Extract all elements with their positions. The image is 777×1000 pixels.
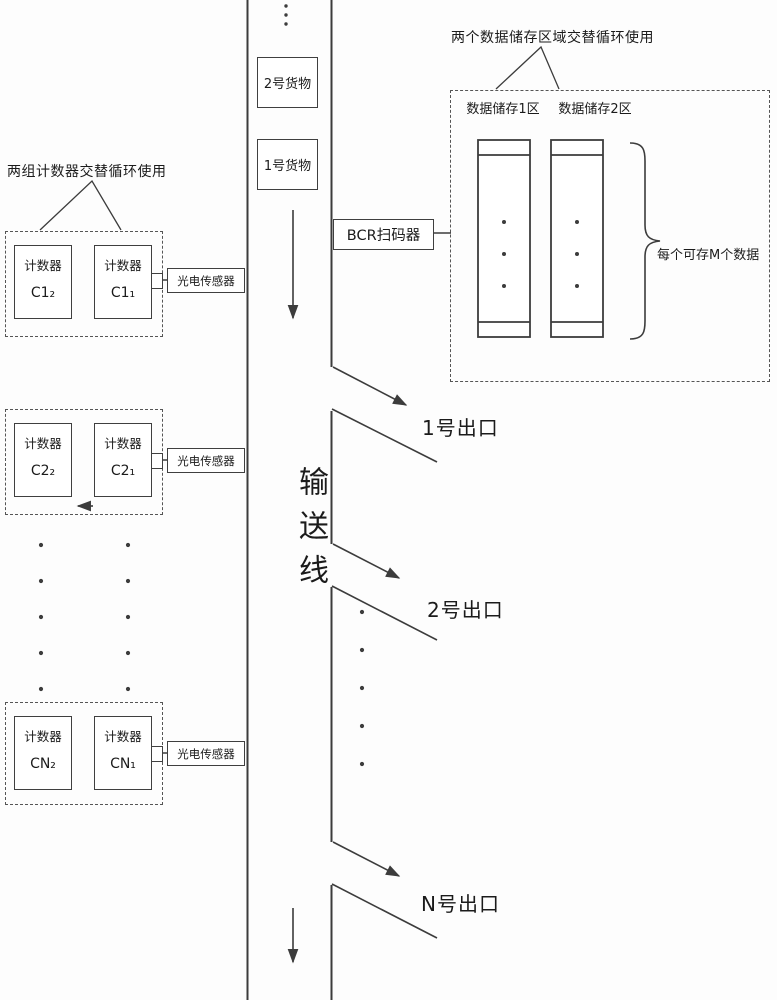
counters-cycle-note: 两组计数器交替循环使用 bbox=[7, 164, 167, 180]
counter-id: C1₂ bbox=[30, 285, 56, 301]
counter-box-cn-2: 计数器 CN₂ bbox=[14, 716, 72, 790]
photo-sensor-label-1: 光电传感器 bbox=[167, 268, 245, 293]
counter-label: 计数器 bbox=[24, 436, 62, 451]
sensor-joint bbox=[151, 273, 163, 289]
sensor-joint bbox=[151, 746, 163, 762]
bcr-scanner-box: BCR扫码器 bbox=[333, 219, 434, 250]
storage-area-box bbox=[450, 90, 770, 382]
photo-sensor-label-2: 光电传感器 bbox=[167, 448, 245, 473]
conveyor-line-label: 输送线 bbox=[293, 466, 328, 598]
counter-label: 计数器 bbox=[24, 729, 62, 744]
exit-branch-lines bbox=[331, 366, 438, 939]
counter-id: CN₁ bbox=[110, 756, 136, 772]
storage-cycle-note: 两个数据储存区域交替循环使用 bbox=[451, 30, 654, 46]
cargo-box-2: 2号货物 bbox=[257, 57, 318, 108]
counter-label: 计数器 bbox=[104, 729, 142, 744]
conveyor-lines bbox=[246, 0, 333, 1000]
counter-box-c1-1: 计数器 C1₁ bbox=[94, 245, 152, 319]
note-pointer-lines bbox=[39, 45, 560, 231]
counter-id: C2₂ bbox=[30, 463, 56, 479]
ellipsis-dots bbox=[38, 4, 579, 767]
counter-label: 计数器 bbox=[104, 436, 142, 451]
counter-box-c2-2: 计数器 C2₂ bbox=[14, 423, 72, 497]
capacity-brace bbox=[629, 142, 661, 340]
counter-label: 计数器 bbox=[104, 258, 142, 273]
storage-buffer-rects bbox=[477, 139, 604, 338]
flow-arrows bbox=[76, 210, 299, 964]
storage-column-1-label: 数据储存1区 bbox=[466, 102, 540, 117]
exit-label-2: 2号出口 bbox=[427, 598, 504, 622]
counter-id: C2₁ bbox=[110, 463, 136, 479]
counter-box-c1-2: 计数器 C1₂ bbox=[14, 245, 72, 319]
storage-column-2-label: 数据储存2区 bbox=[558, 102, 632, 117]
cargo-box-1: 1号货物 bbox=[257, 139, 318, 190]
exit-label-n: N号出口 bbox=[421, 892, 500, 916]
counter-box-cn-1: 计数器 CN₁ bbox=[94, 716, 152, 790]
counter-box-c2-1: 计数器 C2₁ bbox=[94, 423, 152, 497]
storage-capacity-note: 每个可存M个数据 bbox=[657, 248, 760, 263]
photo-sensor-label-n: 光电传感器 bbox=[167, 741, 245, 766]
counter-label: 计数器 bbox=[24, 258, 62, 273]
counter-id: C1₁ bbox=[110, 285, 136, 301]
counter-id: CN₂ bbox=[30, 756, 56, 772]
exit-label-1: 1号出口 bbox=[422, 416, 499, 440]
sensor-joint bbox=[151, 453, 163, 469]
